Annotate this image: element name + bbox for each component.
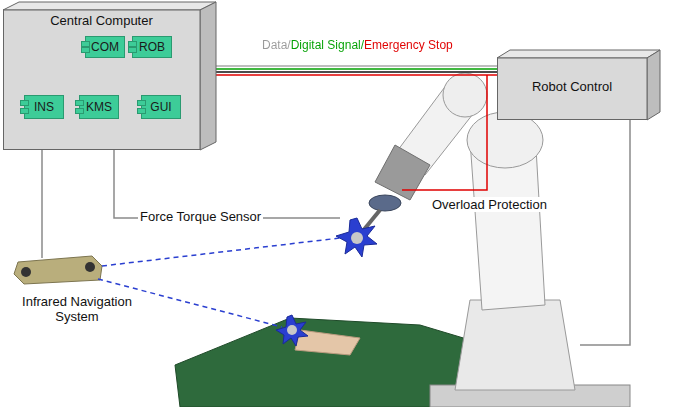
module-name: KMS [86,100,112,114]
box-title: Robot Control [497,79,647,94]
robot-wire [580,118,630,345]
tracking-marker [336,218,377,257]
software-module: INS [24,95,64,119]
box-title: Central Computer [3,13,200,28]
camera-lens [85,262,95,272]
software-module: COM [85,36,125,58]
robot-shoulder [467,112,543,168]
box-top-face [497,50,660,58]
hardware-box: Central ComputerCOM ROB INS KMS GUI [3,2,216,150]
hardware-box: Robot Control [497,50,660,120]
software-module: ROB [132,36,172,58]
part-label: Overload Protection [430,197,549,212]
signal-wire [216,68,497,70]
box-side-face [200,2,216,150]
robot-base [455,300,575,390]
part-label: Force Torque Sensor [138,209,263,224]
tracking-ray [102,238,340,266]
box-top-face [3,2,216,10]
tracking-marker [276,315,308,346]
box-side-face [647,50,660,120]
module-name: GUI [150,100,171,114]
signal-label: Data/Digital Signal/Emergency Stop [262,38,453,52]
robot-elbow [443,73,487,117]
overload-wire [402,75,487,190]
data-wire [216,65,497,67]
surgical-drape [175,318,470,407]
part-label: Infrared Navigation System [0,294,154,324]
marker-center [287,325,297,335]
module-name: ROB [139,40,165,54]
marker-center [351,232,363,244]
navigation-wire [41,150,43,258]
force-torque-sensor [369,195,401,211]
robot-wrist [375,145,430,200]
module-name: INS [34,100,54,114]
infrared-camera [14,256,102,284]
camera-lens [21,267,31,277]
emergency-stop-wire [216,74,497,76]
software-module: GUI [141,95,181,119]
bus-line [216,71,497,73]
module-name: COM [91,40,119,54]
box-front-face [4,10,201,150]
sensor-wire [114,150,340,218]
box-front-face [498,58,648,120]
software-module: KMS [79,95,119,119]
